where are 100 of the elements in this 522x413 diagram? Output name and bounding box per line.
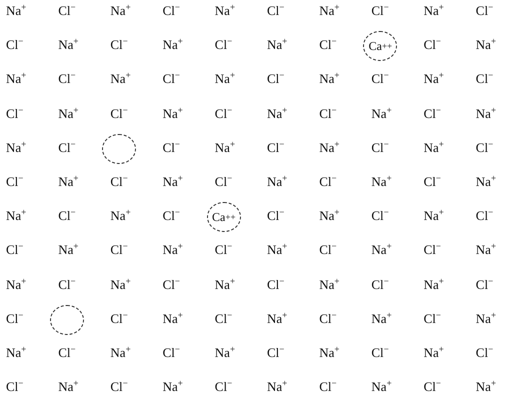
ion-label: Cl$^{−}$ xyxy=(214,243,232,258)
ion-label: Cl$^{−}$ xyxy=(6,38,24,52)
ion-label: Na$^{+}$ xyxy=(476,175,496,189)
ion-label: Cl$^{−}$ xyxy=(6,106,24,121)
ion-label: Cl$^{−}$ xyxy=(162,72,180,86)
ion-label: Cl$^{−}$ xyxy=(58,72,76,86)
ion-label: Na$^{+}$ xyxy=(319,346,340,360)
ion-label: Na$^{+}$ xyxy=(58,38,78,52)
ion-label: Na$^{+}$ xyxy=(371,380,392,394)
ion-label: Cl$^{−}$ xyxy=(110,175,128,189)
vacancy-circle xyxy=(102,134,136,164)
ion-label: Cl$^{−}$ xyxy=(267,4,284,18)
ion-label: Cl$^{−}$ xyxy=(371,346,389,360)
ion-label: Cl$^{−}$ xyxy=(424,38,441,52)
ion-label: Na$^{+}$ xyxy=(110,4,131,18)
vacancy-circle xyxy=(50,304,84,335)
ion-label: Na$^{+}$ xyxy=(476,312,496,326)
ion-label: Cl$^{−}$ xyxy=(110,38,128,52)
ion-label: Na$^{+}$ xyxy=(6,72,26,86)
ion-label: Na$^{+}$ xyxy=(214,4,236,18)
ion-label: Na$^{+}$ xyxy=(424,209,444,224)
ion-label: Cl$^{−}$ xyxy=(162,4,180,18)
ion-label: Cl$^{−}$ xyxy=(476,278,494,292)
ion-label: Na$^{+}$ xyxy=(371,175,392,189)
ion-label: Na$^{+}$ xyxy=(58,175,78,189)
ion-label: Cl$^{−}$ xyxy=(214,38,232,52)
ion-label: Na$^{+}$ xyxy=(371,106,392,121)
ion-label: Na$^{+}$ xyxy=(6,4,26,18)
ion-label: Cl$^{−}$ xyxy=(476,4,494,18)
ion-label: Na$^{+}$ xyxy=(162,38,183,52)
ion-label: Cl$^{−}$ xyxy=(162,278,180,292)
ion-label: Cl$^{−}$ xyxy=(162,140,180,155)
ion-label: Na$^{+}$ xyxy=(162,243,183,258)
ion-label: Na$^{+}$ xyxy=(267,243,288,258)
ion-label: Cl$^{−}$ xyxy=(267,140,284,155)
ion-label: Na$^{+}$ xyxy=(424,72,444,86)
ion-label: Na$^{+}$ xyxy=(319,209,340,224)
ion-label: Na$^{+}$ xyxy=(58,243,78,258)
ion-label: Cl$^{−}$ xyxy=(319,38,337,52)
ion-label: Cl$^{−}$ xyxy=(58,4,76,18)
ion-label: Na$^{+}$ xyxy=(371,243,392,258)
ion-label: Na$^{+}$ xyxy=(424,278,444,292)
ion-label: Na$^{+}$ xyxy=(319,278,340,292)
ion-label: Na$^{+}$ xyxy=(6,209,26,224)
ion-label: Cl$^{−}$ xyxy=(58,140,76,155)
ion-label: Na$^{+}$ xyxy=(319,140,340,155)
ion-label: Na$^{+}$ xyxy=(162,312,183,326)
ion-label: Cl$^{−}$ xyxy=(267,346,284,360)
ion-label: Na$^{+}$ xyxy=(267,175,288,189)
ion-label: Cl$^{−}$ xyxy=(58,346,76,360)
ion-label: Na$^{+}$ xyxy=(267,38,288,52)
ion-label: Na$^{+}$ xyxy=(110,346,131,360)
ion-label: Cl$^{−}$ xyxy=(6,175,24,189)
ion-label: Cl$^{−}$ xyxy=(424,106,441,121)
ion-label: Cl$^{−}$ xyxy=(110,106,128,121)
ion-label: Cl$^{−}$ xyxy=(424,312,441,326)
ion-label: Cl$^{−}$ xyxy=(319,243,337,258)
ion-label: Cl$^{−}$ xyxy=(162,346,180,360)
ion-label: Na$^{+}$ xyxy=(214,278,236,292)
ion-label: Na$^{+}$ xyxy=(424,140,444,155)
ion-label: Cl$^{−}$ xyxy=(6,312,24,326)
ion-label: Na$^{+}$ xyxy=(6,346,26,360)
ion-label: Cl$^{−}$ xyxy=(110,380,128,394)
ion-label: Na$^{+}$ xyxy=(424,346,444,360)
ion-label: Cl$^{−}$ xyxy=(110,243,128,258)
ion-label: Cl$^{−}$ xyxy=(371,4,389,18)
ion-label: Cl$^{−}$ xyxy=(6,380,24,394)
ion-label: Cl$^{−}$ xyxy=(267,72,284,86)
ion-label: Cl$^{−}$ xyxy=(476,140,494,155)
ion-label: Na$^{+}$ xyxy=(110,278,131,292)
ion-label: Na$^{+}$ xyxy=(371,312,392,326)
ion-label: Na$^{+}$ xyxy=(476,38,496,52)
ion-label: Cl$^{−}$ xyxy=(476,346,494,360)
ion-label: Na$^{+}$ xyxy=(267,312,288,326)
ion-label: Cl$^{−}$ xyxy=(476,209,494,224)
ion-label: Cl$^{−}$ xyxy=(110,312,128,326)
ion-label: Na$^{+}$ xyxy=(58,106,78,121)
ion-label: Na$^{+}$ xyxy=(214,140,236,155)
ion-label: Na$^{+}$ xyxy=(110,209,131,224)
ion-label: Cl$^{−}$ xyxy=(162,209,180,224)
ion-label: Cl$^{−}$ xyxy=(371,140,389,155)
ion-label: Na$^{+}$ xyxy=(476,243,496,258)
ion-label: Na$^{+}$ xyxy=(110,72,131,86)
ion-label: Cl$^{−}$ xyxy=(319,175,337,189)
ion-label: Cl$^{−}$ xyxy=(58,209,76,224)
ion-label: Na$^{+}$ xyxy=(214,346,236,360)
ion-label: Na$^{+}$ xyxy=(319,4,340,18)
ion-label: Cl$^{−}$ xyxy=(214,175,232,189)
ion-label: Na$^{+}$ xyxy=(267,380,288,394)
ion-label: Na$^{+}$ xyxy=(162,175,183,189)
ion-label: Cl$^{−}$ xyxy=(371,278,389,292)
ion-label: Na$^{+}$ xyxy=(214,72,236,86)
ion-label: Cl$^{−}$ xyxy=(267,209,284,224)
ion-label: Cl$^{−}$ xyxy=(319,106,337,121)
ion-label: Na$^{+}$ xyxy=(162,380,183,394)
ion-label: Na$^{+}$ xyxy=(476,380,496,394)
ion-label: Cl$^{−}$ xyxy=(319,380,337,394)
ion-label: Na$^{+}$ xyxy=(424,4,444,18)
ion-label: Na$^{+}$ xyxy=(476,106,496,121)
ion-label: Na$^{+}$ xyxy=(58,380,78,394)
